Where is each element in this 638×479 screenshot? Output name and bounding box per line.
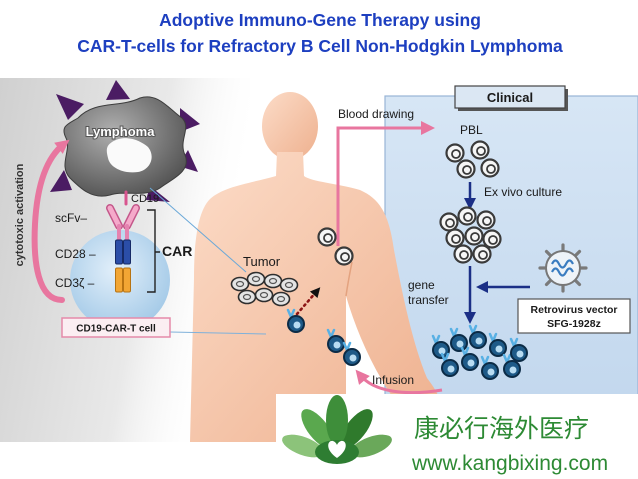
cultured-cell <box>457 206 477 226</box>
lymphoma-cell: Lymphoma <box>50 80 200 202</box>
tumor-cell <box>279 277 299 293</box>
gene-transfer-label-line-1: gene <box>408 278 435 292</box>
cytotoxic-activation-label: cytotoxic activation <box>14 163 26 266</box>
pbl-label: PBL <box>460 123 483 137</box>
brand-url: www.kangbixing.com <box>411 452 608 475</box>
tumor-cell <box>254 287 274 303</box>
infusion-arrow <box>355 369 443 395</box>
ex-vivo-culture-label: Ex vivo culture <box>484 185 562 199</box>
vector-label-line-2: SFG-1928z <box>547 318 601 330</box>
cultured-cell <box>453 244 473 264</box>
clinical-panel <box>384 95 638 397</box>
retrovirus-icon <box>538 243 588 293</box>
cultured-cell <box>472 244 492 264</box>
cultured-cell <box>439 212 459 232</box>
blood-drawing-arrow <box>336 121 435 246</box>
pbl-cell <box>470 140 490 160</box>
gene-transfer-label-line-2: transfer <box>408 293 449 307</box>
title-line-1: Adoptive Immuno-Gene Therapy using <box>159 10 481 30</box>
watermark: 康必行海外医疗 www.kangbixing.com <box>276 394 638 479</box>
cd19-to-tumor-line <box>149 187 247 273</box>
tumor-cell <box>230 276 250 292</box>
tumor-cell <box>237 289 257 305</box>
lymphoma-label: Lymphoma <box>86 124 156 139</box>
brand-name: 康必行海外医疗 <box>414 414 589 443</box>
scfv-label: scFv– <box>55 211 87 225</box>
pbl-cell <box>480 158 500 178</box>
body-armpit-shading <box>345 261 353 297</box>
tumor-cell <box>271 291 291 307</box>
pbl-cell <box>456 159 476 179</box>
lymphoma-nucleus <box>106 138 152 173</box>
cd3z-domain <box>115 267 131 293</box>
car-t-cell-closeup: CD19 scFv– CD28 – CD3ζ – CAR <box>55 190 192 330</box>
car-bracket <box>147 209 160 293</box>
tumor-label: Tumor <box>243 254 281 269</box>
blood-drawing-label: Blood drawing <box>338 107 414 121</box>
cultured-cell <box>476 210 496 230</box>
car-t-cell-label: CD19-CAR-T cell <box>76 324 156 335</box>
cd3z-label: CD3ζ – <box>55 276 95 290</box>
vector-label-line-1: Retrovirus vector <box>531 304 618 316</box>
body-head <box>262 92 318 160</box>
attack-dotted-arrow <box>295 287 321 316</box>
car-t-cell-in-arm <box>342 341 362 367</box>
cd19-label: CD19 <box>131 193 159 205</box>
car-label: CAR <box>162 243 192 259</box>
clinical-header: Clinical <box>454 85 568 111</box>
clinical-header-label: Clinical <box>487 90 533 105</box>
diagram-title: Adoptive Immuno-Gene Therapy using CAR-T… <box>77 10 563 56</box>
cultured-cell <box>464 226 484 246</box>
retrovirus-vector-box: Retrovirus vector SFG-1928z <box>517 298 631 334</box>
car-t-cell-box: CD19-CAR-T cell <box>61 317 171 338</box>
leaf-logo <box>282 395 392 464</box>
cd28-label: CD28 – <box>55 247 96 261</box>
cultured-cell <box>445 228 465 248</box>
tumor-cell <box>246 271 266 287</box>
heart-icon <box>328 440 346 458</box>
tumor-cell <box>263 273 283 289</box>
title-line-2: CAR-T-cells for Refractory B Cell Non-Ho… <box>77 36 563 56</box>
pbl-cell <box>445 143 465 163</box>
cytotoxic-activation-arrow <box>31 139 70 303</box>
car-t-box-to-body-line <box>169 331 267 335</box>
infusion-label: Infusion <box>372 373 414 387</box>
cultured-cell <box>482 229 502 249</box>
cd28-domain <box>115 239 131 265</box>
blood-cell-in-arm <box>317 227 337 247</box>
scfv-domain <box>106 204 140 242</box>
blood-cell-in-arm <box>334 246 354 266</box>
